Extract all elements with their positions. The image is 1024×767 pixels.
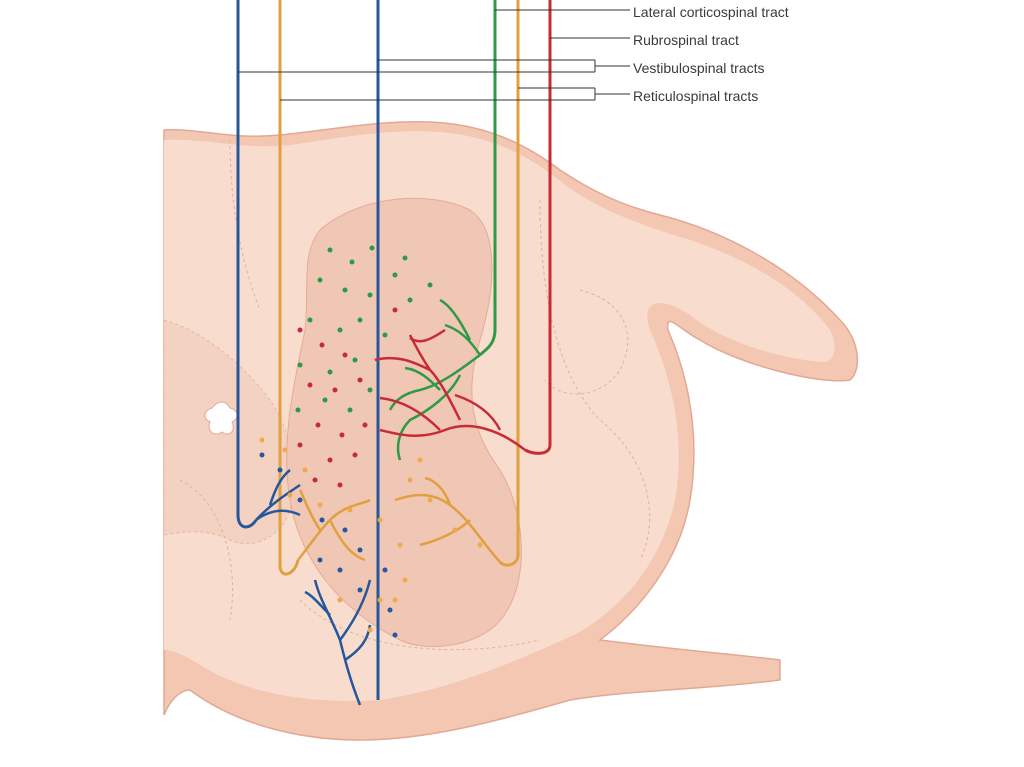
label-vestibulospinal-tracts: Vestibulospinal tracts: [633, 60, 765, 76]
leader-vestibulospinal: [238, 59, 630, 73]
rubrospinal-tract: [524, 0, 552, 455]
label-reticulospinal-tracts: Reticulospinal tracts: [633, 88, 759, 104]
green-dots: [295, 245, 433, 413]
corticospinal-tract: [478, 0, 497, 357]
reticulospinal-branches: [297, 476, 501, 563]
reticulospinal-tract-1: [278, 0, 300, 576]
label-lateral-corticospinal-tract: Lateral corticospinal tract: [633, 4, 789, 20]
rubrospinal-branches: [374, 328, 526, 451]
ventral-horn: [286, 197, 522, 648]
orange-dots: [259, 437, 483, 633]
central-canal: [204, 401, 238, 435]
vestibulospinal-tract-lateral: [236, 0, 258, 529]
leader-reticulospinal: [280, 87, 630, 101]
label-leaders: [238, 9, 630, 101]
reticulospinal-tract-2: [498, 0, 520, 567]
label-rubrospinal-tract: Rubrospinal tract: [633, 32, 739, 48]
blue-dots: [259, 452, 398, 638]
red-dots: [297, 307, 398, 488]
